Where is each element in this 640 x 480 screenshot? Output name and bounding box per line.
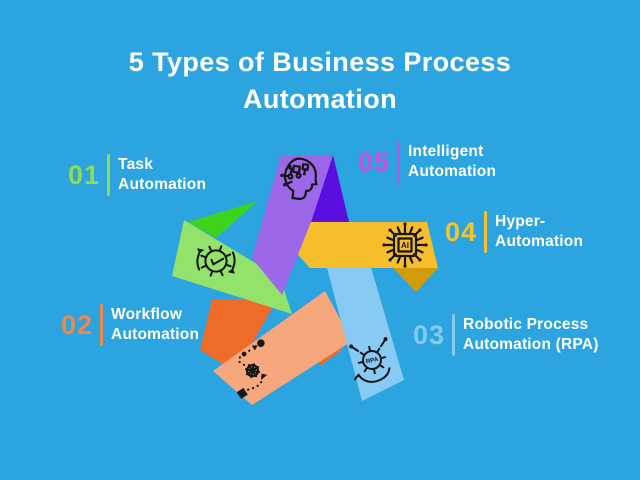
separator-line xyxy=(100,304,104,346)
item-label: Task Automation xyxy=(118,156,207,193)
title-line-1: 5 Types of Business Process xyxy=(128,47,512,77)
brain-circuit-head-icon xyxy=(280,157,318,201)
gear-check-sync-icon xyxy=(196,245,236,277)
ribbon-intelligent xyxy=(252,155,349,295)
page-title: 5 Types of Business Process Automation xyxy=(0,44,640,118)
rpa-gear-text: RPA xyxy=(365,356,379,366)
item-label: Workflow Automation xyxy=(111,306,200,343)
label-hyper-automation: 04 Hyper- Automation xyxy=(445,211,583,253)
item-number: 03 xyxy=(413,319,446,350)
separator-line xyxy=(452,314,456,356)
label-workflow-automation: 02 Workflow Automation xyxy=(61,304,199,346)
ribbon-workflow xyxy=(200,291,352,405)
item-number: 05 xyxy=(358,146,391,177)
ribbon-rpa xyxy=(326,264,404,401)
chip-ai-text: AI xyxy=(401,241,409,250)
item-label: Robotic Process Automation (RPA) xyxy=(463,316,599,353)
label-intelligent-automation: 05 Intelligent Automation xyxy=(358,141,496,183)
separator-line xyxy=(397,141,401,183)
title-line-2: Automation xyxy=(243,84,397,114)
separator-line xyxy=(107,154,111,196)
item-label: Hyper- Automation xyxy=(495,213,584,250)
item-number: 01 xyxy=(68,159,101,190)
workflow-path-icon xyxy=(236,339,268,399)
ribbon-task xyxy=(172,201,292,314)
ai-chip-icon: AI xyxy=(382,222,428,268)
label-rpa: 03 Robotic Process Automation (RPA) xyxy=(413,314,599,356)
item-number: 02 xyxy=(61,309,94,340)
separator-line xyxy=(484,211,488,253)
label-task-automation: 01 Task Automation xyxy=(68,154,206,196)
item-number: 04 xyxy=(445,216,478,247)
item-label: Intelligent Automation xyxy=(408,143,497,180)
rpa-hand-gear-icon: RPA xyxy=(349,337,391,383)
